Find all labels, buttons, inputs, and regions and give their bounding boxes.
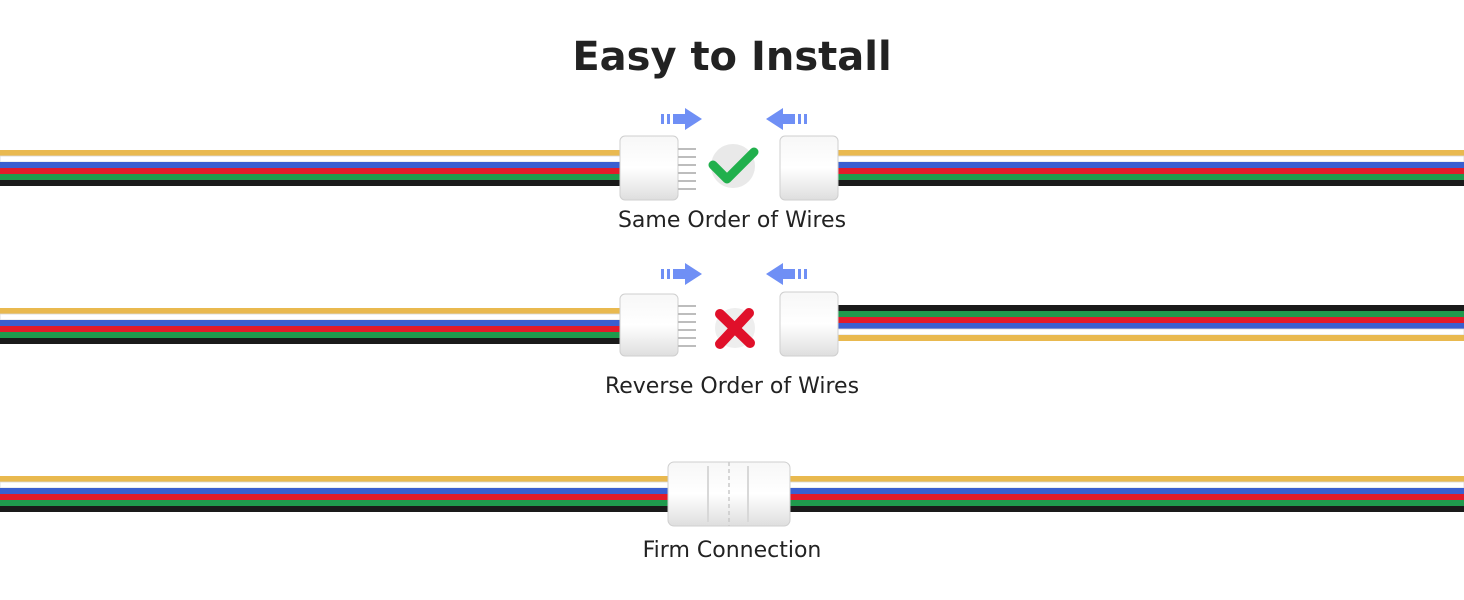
wire-strand — [788, 494, 1464, 500]
wire-strand — [836, 317, 1464, 323]
wire-strand — [788, 476, 1464, 482]
right-female-connector — [779, 291, 839, 357]
wire-strand — [0, 320, 622, 326]
wire-strand — [835, 155, 1464, 163]
wire-strand — [836, 168, 1464, 174]
connector-pin — [678, 180, 696, 182]
wire-strand — [788, 488, 1464, 494]
wire-strand — [836, 162, 1464, 168]
wire-strand — [0, 308, 622, 314]
push-right-arrow-icon — [661, 108, 702, 130]
wire-strand — [0, 326, 622, 332]
connector-pin — [678, 321, 696, 323]
connector-pin — [678, 313, 696, 315]
check-icon — [708, 144, 759, 188]
wire-strand — [835, 328, 1464, 336]
wire-strand — [836, 305, 1464, 311]
wire-strand — [0, 338, 622, 344]
right-cable-joined — [787, 476, 1464, 512]
wire-strand — [0, 500, 670, 506]
wire-strand — [836, 311, 1464, 317]
connector-pin — [678, 329, 696, 331]
caption-firm-connection: Firm Connection — [642, 538, 822, 563]
left-cable-same-order — [0, 150, 623, 186]
joined-connector — [667, 461, 791, 527]
push-left-arrow-icon — [766, 263, 807, 285]
wire-strand — [836, 335, 1464, 341]
wire-strand — [0, 168, 622, 174]
right-cable-reverse-order — [835, 305, 1464, 341]
wire-strand — [836, 180, 1464, 186]
wire-strand — [0, 476, 670, 482]
wire-strand — [0, 332, 622, 338]
connector-pin — [678, 305, 696, 307]
left-cable-joined — [0, 476, 671, 512]
wire-strand — [0, 155, 623, 163]
wire-strand — [0, 313, 623, 321]
wire-strand — [0, 174, 622, 180]
page-title: Easy to Install — [572, 34, 892, 80]
push-left-arrow-icon — [766, 108, 807, 130]
connector-pin — [678, 345, 696, 347]
push-right-arrow-icon — [661, 263, 702, 285]
caption-same-order: Same Order of Wires — [617, 208, 847, 233]
left-male-connector — [619, 135, 696, 201]
wire-strand — [0, 494, 670, 500]
wire-strand — [0, 180, 622, 186]
wire-strand — [0, 488, 670, 494]
wire-strand — [0, 506, 670, 512]
left-cable-reverse-order — [0, 308, 623, 344]
wire-strand — [0, 150, 622, 156]
row-firm-connection — [0, 461, 1464, 527]
cross-icon — [715, 308, 755, 349]
wire-strand — [836, 323, 1464, 329]
connector-pin — [678, 164, 696, 166]
wire-strand — [0, 162, 622, 168]
wire-strand — [788, 506, 1464, 512]
row-same-order — [0, 108, 1464, 201]
connector-pin — [678, 156, 696, 158]
connector-pin — [678, 337, 696, 339]
right-female-connector — [779, 135, 839, 201]
wire-strand — [0, 481, 671, 489]
caption-reverse-order: Reverse Order of Wires — [604, 374, 860, 399]
right-cable-same-order — [835, 150, 1464, 186]
connector-pin — [678, 172, 696, 174]
connector-pin — [678, 188, 696, 190]
wire-strand — [787, 481, 1464, 489]
wire-strand — [836, 174, 1464, 180]
row-reverse-order — [0, 263, 1464, 357]
wire-strand — [788, 500, 1464, 506]
wire-strand — [836, 150, 1464, 156]
connector-pin — [678, 148, 696, 150]
left-male-connector — [619, 293, 696, 357]
